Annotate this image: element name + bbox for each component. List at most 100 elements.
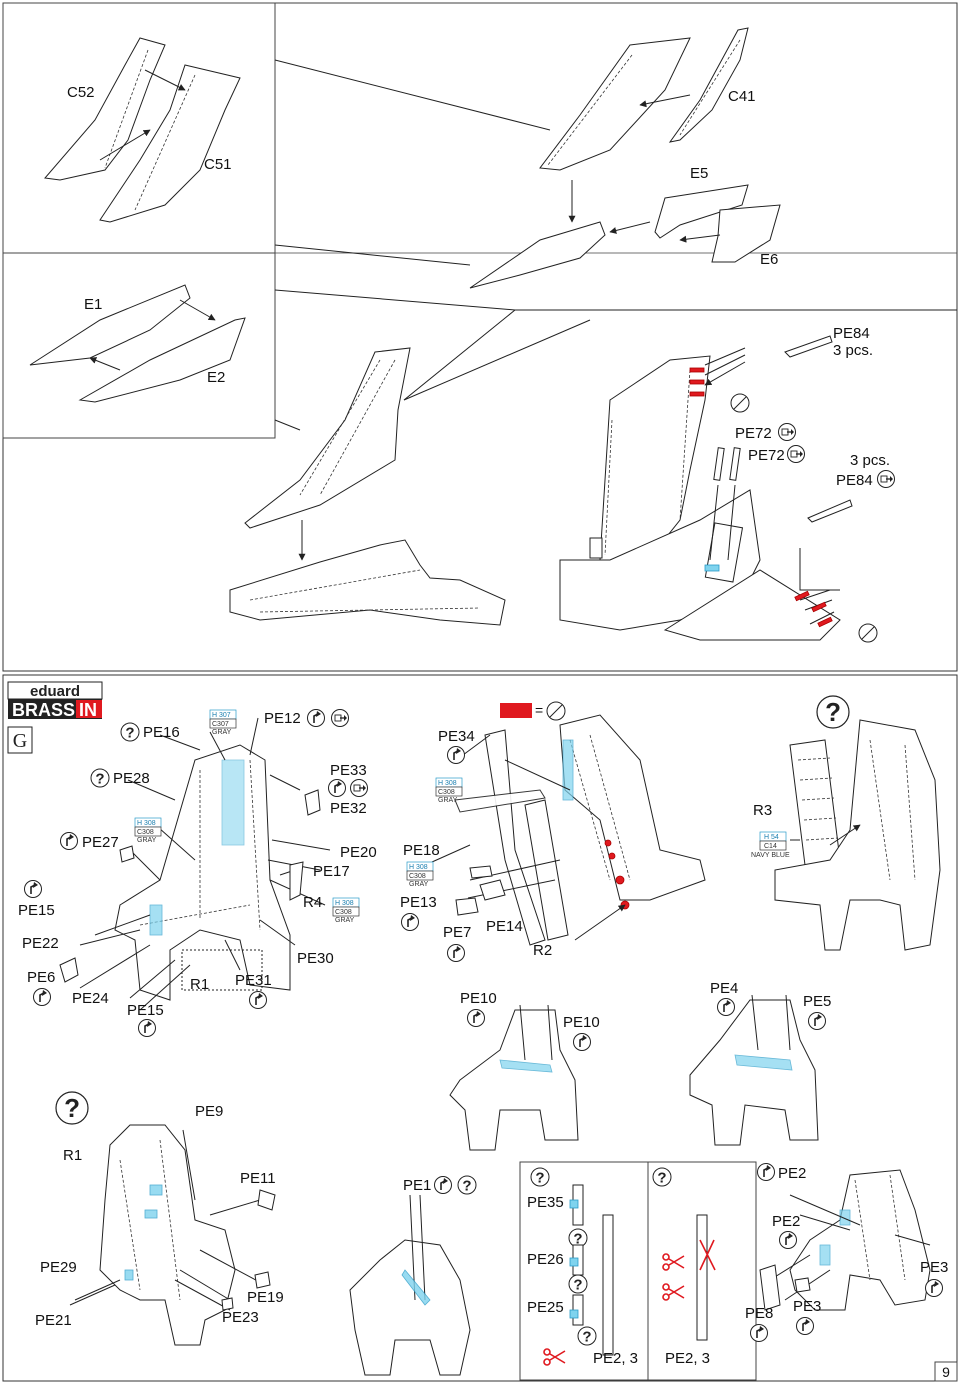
label-pe6: PE6 <box>27 969 55 986</box>
svg-text:C308: C308 <box>438 789 455 796</box>
svg-text:BRASS: BRASS <box>12 700 75 720</box>
svg-text:C308: C308 <box>335 909 352 916</box>
label-pe32: PE32 <box>330 800 367 817</box>
scissors-icon <box>662 1283 685 1301</box>
label-pe8: PE8 <box>745 1305 773 1322</box>
label-pe11: PE11 <box>240 1170 276 1187</box>
svg-text:NAVY BLUE: NAVY BLUE <box>751 852 790 859</box>
label-r3: R3 <box>753 802 772 819</box>
label-pe27: PE27 <box>82 834 119 851</box>
label-pe23s: PE2, 3 <box>593 1350 638 1367</box>
label-r4: R4 <box>303 894 322 911</box>
paint-callout-navy: H 54 C14 NAVY BLUE <box>751 831 790 859</box>
seat-panel: eduard BRASS IN G H 307 <box>2 674 958 1382</box>
bend-icon <box>807 1011 827 1031</box>
label-pe33: PE33 <box>330 762 367 779</box>
label-pe34: PE34 <box>438 728 475 745</box>
bottom-seat-r1 <box>69 1124 276 1346</box>
strap-pieces <box>569 1184 614 1356</box>
mid-seat-pe4-pe5 <box>689 994 819 1146</box>
bend-icon <box>400 912 420 932</box>
label-e6: E6 <box>760 251 778 268</box>
rail-drawing: = <box>431 701 706 946</box>
label-c52: C52 <box>67 84 95 101</box>
svg-text:C308: C308 <box>137 829 154 836</box>
label-pe5: PE5 <box>803 993 831 1010</box>
bend-icon <box>23 879 43 899</box>
label-c41: C41 <box>728 88 756 105</box>
right-seat-drawing <box>774 719 941 951</box>
label-pe84: PE84 <box>833 325 870 342</box>
paint-callout-rail-1: H 308 C308 GRAY <box>435 777 463 804</box>
mid-seat-pe10 <box>449 1004 579 1151</box>
label-pe2a: PE2 <box>778 1165 806 1182</box>
question-icon <box>55 1091 89 1125</box>
svg-text:GRAY: GRAY <box>137 837 157 844</box>
part-fin-assembly <box>229 347 506 626</box>
part-fin-tip <box>469 180 606 289</box>
brand-logo: eduard BRASS IN <box>7 681 103 720</box>
bend-icon <box>924 1278 944 1298</box>
bend-icon <box>716 997 736 1017</box>
label-e5: E5 <box>690 165 708 182</box>
label-pe20: PE20 <box>340 844 377 861</box>
svg-text:H 308: H 308 <box>137 820 156 827</box>
bottom-seat-right <box>759 1169 931 1311</box>
label-r1b: R1 <box>63 1147 82 1164</box>
svg-text:H 308: H 308 <box>438 780 457 787</box>
question-icon <box>816 695 850 729</box>
bend-icon <box>137 1018 157 1038</box>
part-e1-e2 <box>29 284 246 403</box>
question-icon <box>577 1326 597 1346</box>
part-fin-right <box>559 335 853 641</box>
svg-text:IN: IN <box>79 700 97 720</box>
label-e1: E1 <box>84 296 102 313</box>
svg-text:H 54: H 54 <box>764 834 779 841</box>
section-letter: G <box>13 730 27 752</box>
label-pe29: PE29 <box>40 1259 77 1276</box>
label-pe23: PE23 <box>222 1309 259 1326</box>
bend-icon <box>433 1175 453 1195</box>
paint-callout-gray-2: H 308 C308 GRAY <box>134 817 162 844</box>
label-r2: R2 <box>533 942 552 959</box>
remove-icon <box>858 623 878 643</box>
bend-icon <box>778 1230 798 1250</box>
label-r1: R1 <box>190 976 209 993</box>
strap-pieces-b <box>696 1214 716 1341</box>
scissors-icon <box>543 1348 566 1366</box>
label-pe28: PE28 <box>113 770 150 787</box>
svg-text:=: = <box>535 702 543 718</box>
part-c52-c51 <box>44 37 241 223</box>
label-pe21: PE21 <box>35 1312 72 1329</box>
question-icon <box>652 1167 672 1187</box>
bend-icon <box>466 1008 486 1028</box>
question-icon <box>120 722 140 742</box>
bend-icon <box>248 990 268 1010</box>
paint-callout-rail-2: H 308 C308 GRAY <box>406 861 434 888</box>
label-pe30: PE30 <box>297 950 334 967</box>
part-e5-e6 <box>609 184 781 263</box>
svg-text:GRAY: GRAY <box>438 797 458 804</box>
label-pe35: PE35 <box>527 1194 564 1211</box>
label-pe13: PE13 <box>400 894 437 911</box>
question-icon <box>530 1167 550 1187</box>
bend-icon <box>327 778 347 798</box>
question-icon <box>90 768 110 788</box>
flip-icon <box>786 444 806 464</box>
paint-callout-gray-1: H 307 C307 GRAY <box>209 709 237 736</box>
bend-icon <box>572 1032 592 1052</box>
label-pe10b: PE10 <box>563 1014 600 1031</box>
flip-icon <box>777 422 797 442</box>
svg-text:eduard: eduard <box>30 683 80 700</box>
label-c51: C51 <box>204 156 232 173</box>
label-pe72a: PE72 <box>735 425 772 442</box>
bend-icon <box>446 745 466 765</box>
label-pe84b-qty: 3 pcs. <box>850 452 890 469</box>
label-pe24: PE24 <box>72 990 109 1007</box>
label-pe84b: PE84 <box>836 472 873 489</box>
label-pe19: PE19 <box>247 1289 284 1306</box>
remove-icon <box>546 701 566 721</box>
label-pe4: PE4 <box>710 980 738 997</box>
svg-text:GRAY: GRAY <box>409 881 429 888</box>
flip-icon <box>349 778 369 798</box>
